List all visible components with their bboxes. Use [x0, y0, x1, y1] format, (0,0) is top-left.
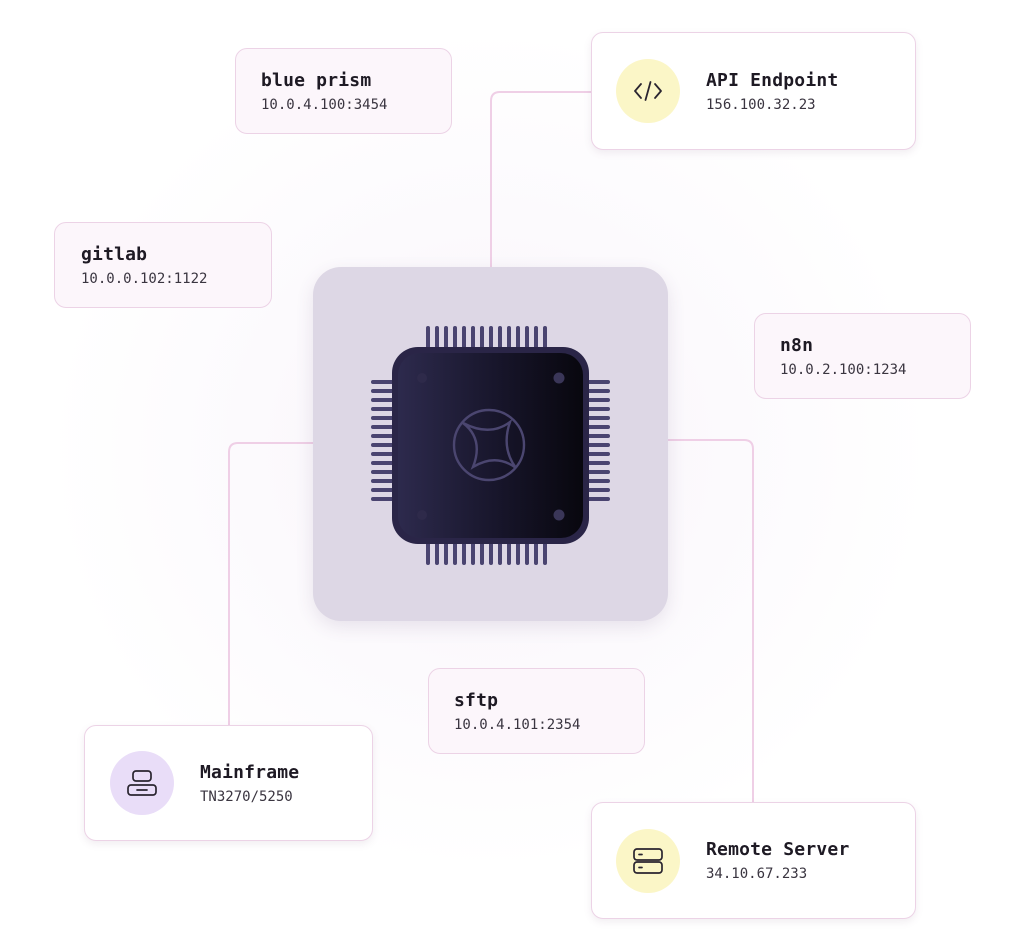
mainframe-icon	[110, 751, 174, 815]
node-name: sftp	[454, 689, 499, 711]
node-address: 10.0.2.100:1234	[780, 361, 907, 378]
connector-mainframe	[228, 442, 314, 725]
node-name: Remote Server	[706, 839, 850, 860]
node-name: gitlab	[81, 243, 148, 265]
node-api-endpoint[interactable]: API Endpoint 156.100.32.23	[591, 32, 916, 150]
node-name: API Endpoint	[706, 69, 839, 91]
node-address: 34.10.67.233	[706, 866, 808, 882]
node-address: TN3270/5250	[200, 788, 293, 805]
node-address: 156.100.32.23	[706, 96, 816, 113]
code-icon	[616, 59, 680, 123]
connector-api-endpoint	[490, 91, 592, 268]
node-name: blue prism	[261, 69, 372, 91]
node-address: 10.0.4.100:3454	[261, 96, 388, 113]
server-icon	[616, 828, 680, 893]
node-n8n[interactable]: n8n 10.0.2.100:1234	[754, 313, 971, 399]
node-mainframe[interactable]: Mainframe TN3270/5250	[84, 725, 373, 841]
node-remote-server[interactable]: Remote Server 34.10.67.233	[591, 802, 916, 919]
node-sftp[interactable]: sftp 10.0.4.101:2354	[428, 668, 645, 754]
node-address: 10.0.0.102:1122	[81, 270, 208, 287]
chip-icon	[371, 326, 610, 565]
node-name: Mainframe	[200, 761, 300, 783]
central-processor	[313, 267, 668, 621]
node-blue-prism[interactable]: blue prism 10.0.4.100:3454	[235, 48, 452, 134]
node-name: n8n	[780, 334, 814, 356]
node-address: 10.0.4.101:2354	[454, 716, 581, 733]
logo-icon	[452, 408, 526, 482]
node-gitlab[interactable]: gitlab 10.0.0.102:1122	[54, 222, 272, 308]
connector-remote-server	[668, 439, 754, 803]
